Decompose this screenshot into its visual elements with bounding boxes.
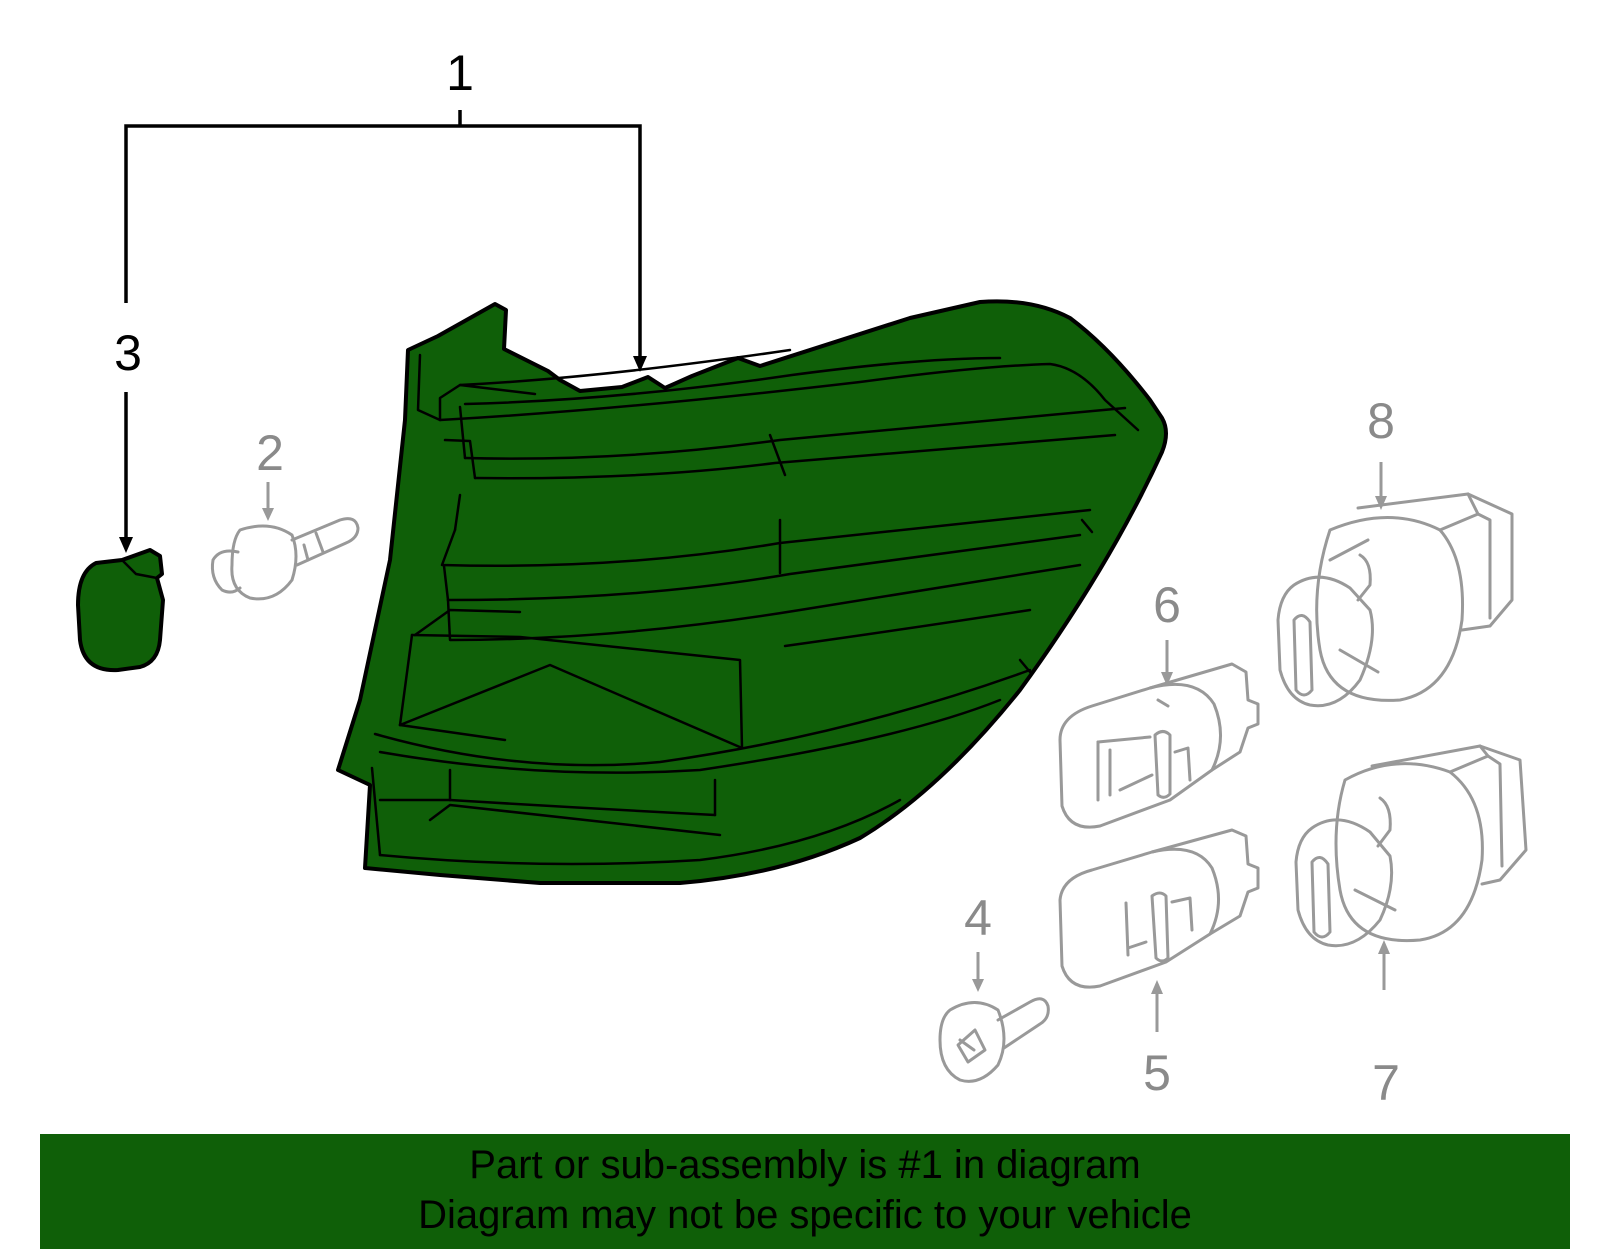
part-5-bulb [1058,828,1260,989]
callout-4-label: 4 [964,890,992,946]
part-7-socket [1294,744,1528,948]
callout-6-leader [1161,640,1173,686]
callout-1-label: 1 [446,45,474,101]
part-3-cap [76,548,165,673]
notice-banner: Part or sub-assembly is #1 in diagram Di… [40,1134,1570,1249]
part-8-socket [1276,492,1514,708]
notice-line-1: Part or sub-assembly is #1 in diagram [469,1143,1141,1187]
callout-8-label: 8 [1367,393,1395,449]
callout-3-leader [119,392,133,553]
callout-5-leader [1151,980,1163,1032]
callout-2-label: 2 [256,425,284,481]
callout-6-label: 6 [1153,577,1181,633]
callout-7-leader [1378,940,1390,990]
callout-8-leader [1375,462,1387,510]
callout-3-label: 3 [114,325,142,381]
part-6-bulb [1058,662,1260,829]
callout-5-label: 5 [1143,1045,1171,1101]
callout-4-leader [972,952,984,992]
part-2-bolt [210,517,360,601]
callout-1-leader [124,110,647,372]
part-4-screw [938,997,1050,1083]
callout-2-leader [262,482,274,521]
callout-7-label: 7 [1372,1055,1400,1111]
part-1-tail-lamp [336,299,1168,885]
notice-line-2: Diagram may not be specific to your vehi… [418,1193,1192,1237]
